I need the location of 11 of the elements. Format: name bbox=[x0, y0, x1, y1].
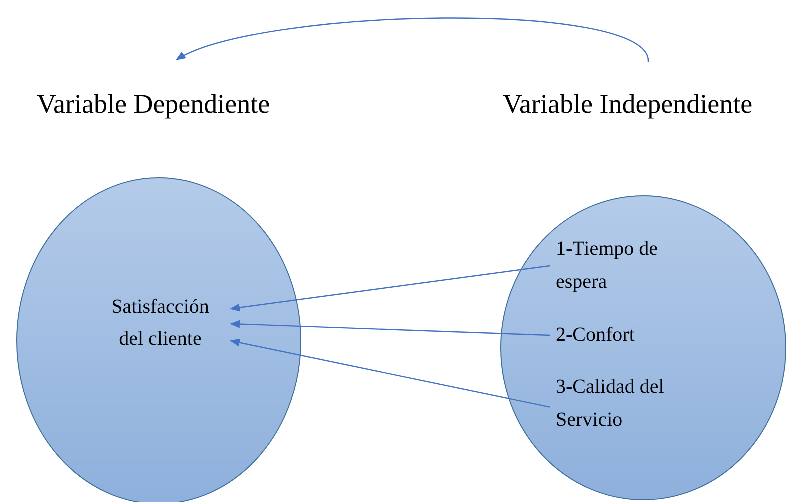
list-item-label: 3-Calidad del Servicio bbox=[556, 371, 706, 437]
arrow bbox=[176, 18, 649, 62]
ellipse bbox=[500, 195, 787, 501]
heading-label: Variable Dependiente bbox=[37, 60, 322, 120]
arrow bbox=[230, 338, 550, 408]
list-item-label: 1-Tiempo de espera bbox=[556, 233, 706, 299]
ellipse-label: Satisfacción del cliente bbox=[110, 295, 210, 352]
list-item-label: 2-Confort bbox=[556, 319, 706, 352]
arrow bbox=[230, 265, 550, 312]
arrow bbox=[230, 320, 550, 336]
heading-label: Variable Independiente bbox=[503, 62, 806, 120]
